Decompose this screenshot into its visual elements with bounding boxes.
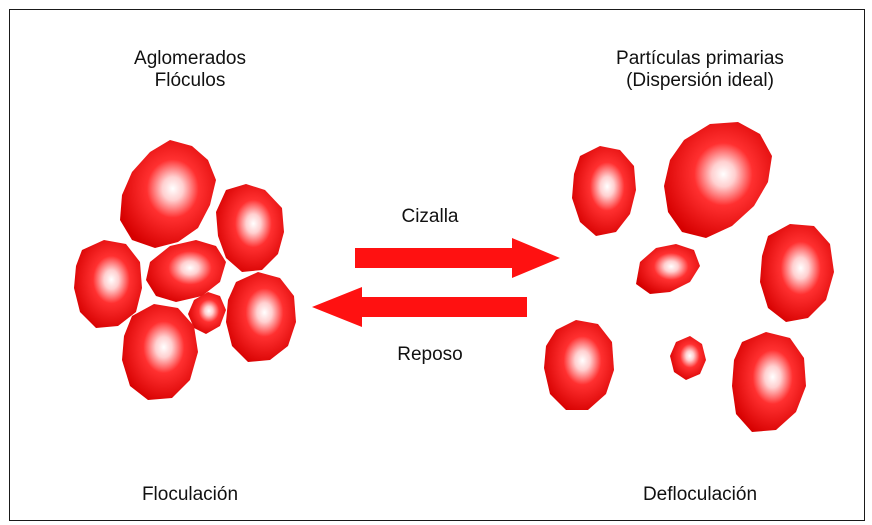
- particle: [572, 146, 636, 236]
- deflocculation-caption: Defloculación: [620, 484, 780, 506]
- shear-arrow: [355, 238, 560, 278]
- particle: [216, 184, 284, 272]
- agglomerates-heading-line2: Flóculos: [110, 70, 270, 92]
- primary-particles: [544, 122, 834, 432]
- primary-particles-heading-line1: Partículas primarias: [590, 48, 810, 70]
- particle: [74, 240, 142, 328]
- particle: [636, 244, 700, 294]
- particle: [122, 304, 198, 400]
- primary-particles-heading-line2: (Dispersión ideal): [590, 70, 810, 92]
- rest-label: Reposo: [385, 344, 475, 366]
- shear-label: Cizalla: [385, 206, 475, 228]
- particle: [760, 224, 834, 322]
- particle: [670, 336, 706, 380]
- particle: [146, 240, 226, 302]
- agglomerate-cluster: [74, 140, 296, 400]
- flocculation-caption: Floculación: [120, 484, 260, 506]
- rest-arrow: [312, 287, 527, 327]
- particle: [120, 140, 216, 248]
- particle: [226, 272, 296, 362]
- agglomerates-heading: Aglomerados Flóculos: [110, 48, 270, 92]
- agglomerates-heading-line1: Aglomerados: [110, 48, 270, 70]
- particle: [732, 332, 806, 432]
- particle: [544, 320, 614, 410]
- particle: [664, 122, 772, 238]
- primary-particles-heading: Partículas primarias (Dispersión ideal): [590, 48, 810, 92]
